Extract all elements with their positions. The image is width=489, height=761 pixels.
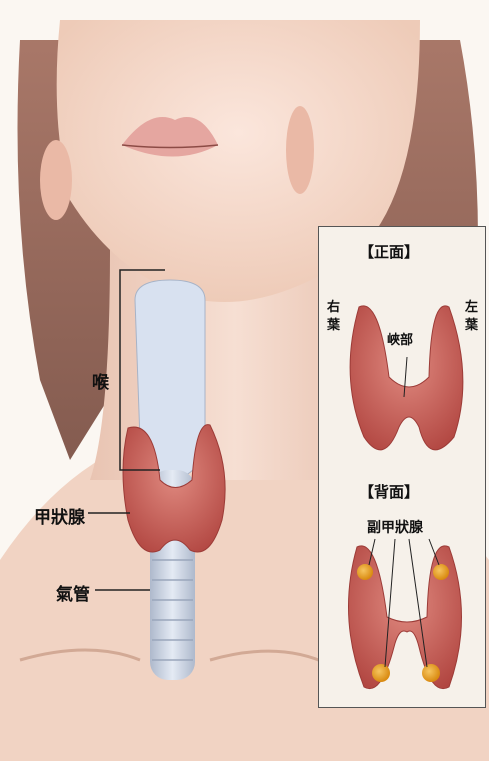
back-view-title: 【背面】 <box>359 481 419 502</box>
larynx-label: 喉 <box>92 368 109 393</box>
parathyroid-gland <box>422 664 440 682</box>
ear-left <box>40 140 72 220</box>
trachea-label: 氣管 <box>56 580 90 605</box>
parathyroid-label: 副甲狀腺 <box>367 517 423 537</box>
parathyroid-gland <box>357 564 373 580</box>
inset-diagram <box>319 227 487 709</box>
ear-right <box>286 106 314 194</box>
inset-panel: 【正面】 右葉 峽部 左葉 【背面】 副甲狀腺 <box>318 226 486 708</box>
parathyroid-gland <box>433 564 449 580</box>
front-thyroid <box>350 306 463 450</box>
parathyroid-gland <box>372 664 390 682</box>
thyroid-label: 甲狀腺 <box>34 503 85 528</box>
